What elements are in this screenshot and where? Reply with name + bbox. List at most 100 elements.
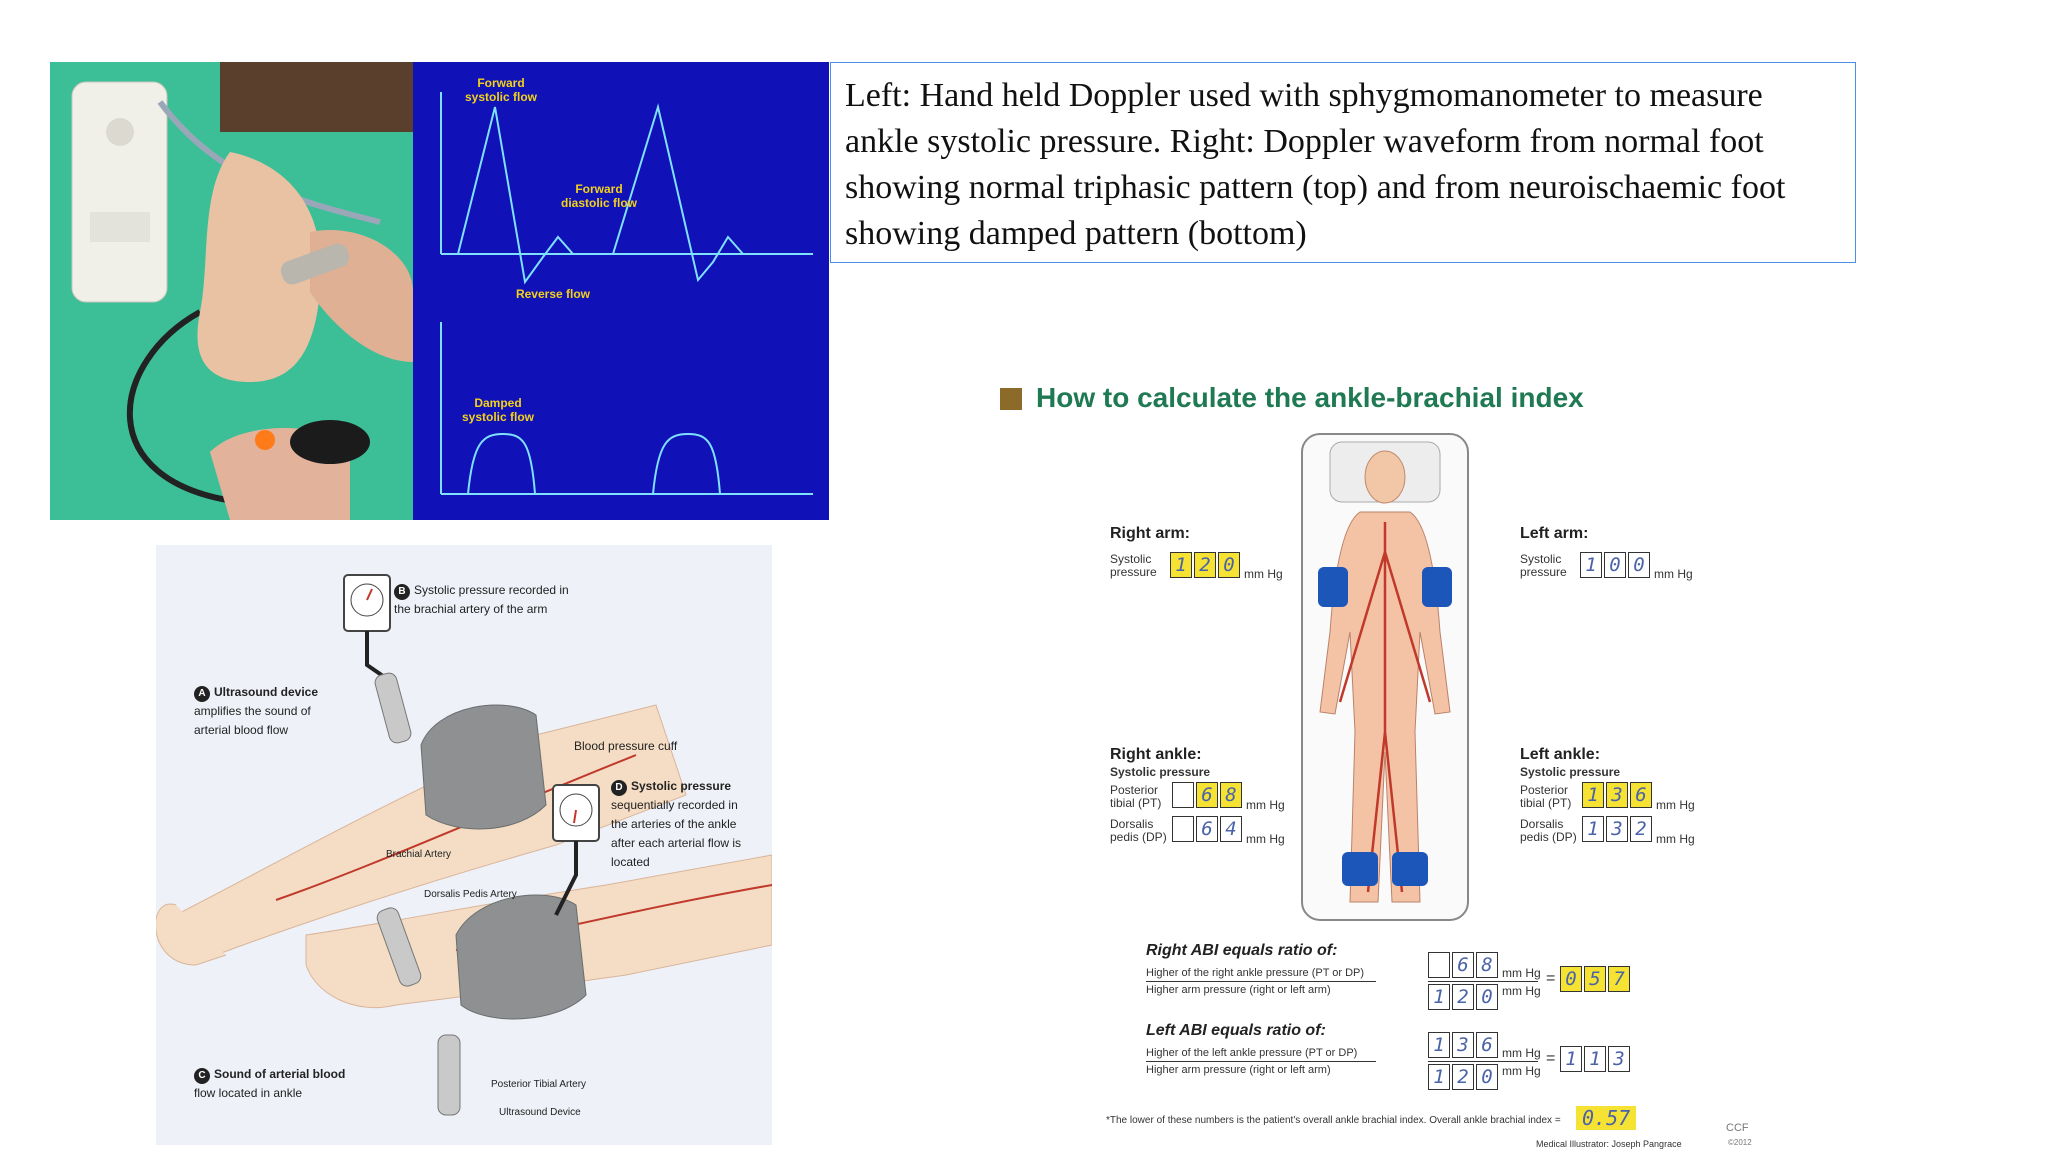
badge-d: D [611, 780, 627, 796]
right-num-digit [1428, 952, 1450, 978]
left-frac-line [1428, 1061, 1538, 1062]
label-a-sub2: arterial blood flow [194, 723, 289, 737]
right-arm-digit: 2 [1194, 552, 1216, 578]
label-d-sub3: after each arterial flow is [611, 836, 742, 850]
left-arm-value: 1 0 0 [1580, 552, 1650, 578]
right-arm-unit: mm Hg [1244, 567, 1283, 581]
label-b-title: Systolic pressure recorded in [414, 583, 569, 597]
right-ankle-label: Right ankle: [1110, 746, 1202, 763]
right-den-digit: 0 [1476, 984, 1498, 1010]
reverse-flow-label: Reverse flow [515, 287, 591, 301]
left-pt-digit: 6 [1630, 782, 1652, 808]
right-pt-value: 6 8 [1172, 782, 1242, 808]
doppler-waveform-panel: Forward systolic flow Forward diastolic … [413, 62, 829, 520]
label-a-title: Ultrasound device [214, 685, 319, 699]
label-d-sub1: sequentially recorded in [611, 798, 738, 812]
right-pt-digit: 6 [1196, 782, 1218, 808]
left-dp-digit: 3 [1606, 816, 1628, 842]
right-dp-unit: mm Hg [1246, 832, 1285, 846]
left-posterior-label: Posterior tibial (PT) [1520, 784, 1571, 810]
left-result-digit: 1 [1560, 1046, 1582, 1072]
right-dp-value: 6 4 [1172, 816, 1242, 842]
left-arm-systolic-label: Systolic pressure [1520, 553, 1567, 579]
right-arm-pressure-word: pressure [1110, 565, 1157, 579]
left-num-digit: 3 [1452, 1032, 1474, 1058]
label-a-sub1: amplifies the sound of [194, 704, 311, 718]
left-pt-unit: mm Hg [1656, 798, 1695, 812]
label-d-title: Systolic pressure [631, 779, 732, 793]
right-pt-unit: mm Hg [1246, 798, 1285, 812]
right-pedis-word: pedis (DP) [1110, 830, 1167, 844]
left-ratio-title: Left ABI equals ratio of: [1146, 1022, 1326, 1039]
right-arm-label: Right arm: [1110, 525, 1190, 542]
right-result-digit: 7 [1608, 966, 1630, 992]
right-arm-digit: 0 [1218, 552, 1240, 578]
right-equals: = [1546, 970, 1556, 987]
label-brachial: Brachial Artery [386, 849, 452, 860]
forward-diastolic-label: Forward diastolic flow [560, 182, 637, 210]
label-b: B Systolic pressure recorded in the brach… [394, 581, 569, 619]
right-num-value: 6 8 [1428, 952, 1498, 978]
right-ankle-systolic-pressure: Systolic pressure [1110, 765, 1211, 779]
left-ratio-denominator-text: Higher arm pressure (right or left arm) [1146, 1064, 1331, 1076]
badge-b: B [394, 584, 410, 600]
right-arm-value: 1 2 0 [1170, 552, 1240, 578]
left-den-digit: 1 [1428, 1064, 1450, 1090]
right-num-digit: 8 [1476, 952, 1498, 978]
left-ratio-line [1146, 1061, 1376, 1062]
left-dp-digit: 1 [1582, 816, 1604, 842]
right-result-digit: 0 [1560, 966, 1582, 992]
left-dp-unit: mm Hg [1656, 832, 1695, 846]
abi-panel: How to calculate the ankle-brachial inde… [1000, 370, 1780, 1150]
label-b-sub: the brachial artery of the arm [394, 602, 548, 616]
left-ratio-numerator-text: Higher of the left ankle pressure (PT or… [1146, 1047, 1358, 1059]
abi-title: How to calculate the ankle-brachial inde… [1036, 382, 1584, 413]
left-den-unit: mm Hg [1502, 1064, 1541, 1078]
damped-systolic-label: Damped systolic flow [461, 396, 535, 424]
left-posterior-word: Posterior [1520, 783, 1569, 797]
left-arm-label: Left arm: [1520, 525, 1589, 542]
left-dp-value: 1 3 2 [1582, 816, 1652, 842]
doppler-photo-drawing [50, 62, 413, 520]
copyright-year: ©2012 [1728, 1138, 1752, 1147]
right-arm-systolic-label: Systolic pressure [1110, 553, 1157, 579]
left-arm-digit: 1 [1580, 552, 1602, 578]
label-cuff: Blood pressure cuff [574, 739, 678, 753]
right-dorsalis-word: Dorsalis [1110, 817, 1154, 831]
right-posterior-label: Posterior tibial (PT) [1110, 784, 1161, 810]
right-den-digit: 1 [1428, 984, 1450, 1010]
label-ultrasound-device: Ultrasound Device [499, 1107, 581, 1118]
patient-figure [1301, 433, 1469, 921]
label-dorsalis: Dorsalis Pedis Artery [424, 889, 517, 900]
right-dp-digit: 6 [1196, 816, 1218, 842]
badge-c: C [194, 1068, 210, 1084]
label-d-sub2: the arteries of the ankle [611, 817, 737, 831]
left-pt-digit: 1 [1582, 782, 1604, 808]
left-den-digit: 2 [1452, 1064, 1474, 1090]
left-num-unit: mm Hg [1502, 1046, 1541, 1060]
right-den-value: 1 2 0 [1428, 984, 1498, 1010]
left-num-value: 1 3 6 [1428, 1032, 1498, 1058]
left-result-digit: 1 [1584, 1046, 1606, 1072]
illustrator-credit: Medical Illustrator: Joseph Pangrace [1536, 1139, 1682, 1149]
right-dorsalis-label: Dorsalis pedis (DP) [1110, 818, 1167, 844]
cuff-illustration-drawing [156, 574, 772, 1116]
left-tibial-word: tibial (PT) [1520, 796, 1572, 810]
right-posterior-word: Posterior [1110, 783, 1159, 797]
left-dorsalis-word: Dorsalis [1520, 817, 1564, 831]
left-arm-unit: mm Hg [1654, 567, 1693, 581]
right-ratio-denominator-text: Higher arm pressure (right or left arm) [1146, 984, 1331, 996]
right-num-digit: 6 [1452, 952, 1474, 978]
left-arm-pressure-word: pressure [1520, 565, 1567, 579]
left-ankle-systolic-pressure: Systolic pressure [1520, 765, 1621, 779]
left-pt-value: 1 3 6 [1582, 782, 1652, 808]
right-den-digit: 2 [1452, 984, 1474, 1010]
left-equals: = [1546, 1050, 1556, 1067]
left-arm-systolic-word: Systolic [1520, 552, 1562, 566]
label-d: D Systolic pressure sequentially recorded… [611, 777, 741, 872]
right-abi-result: 0 5 7 [1560, 966, 1630, 992]
right-dp-digit [1172, 816, 1194, 842]
right-ratio-line [1146, 981, 1376, 982]
right-den-unit: mm Hg [1502, 984, 1541, 998]
